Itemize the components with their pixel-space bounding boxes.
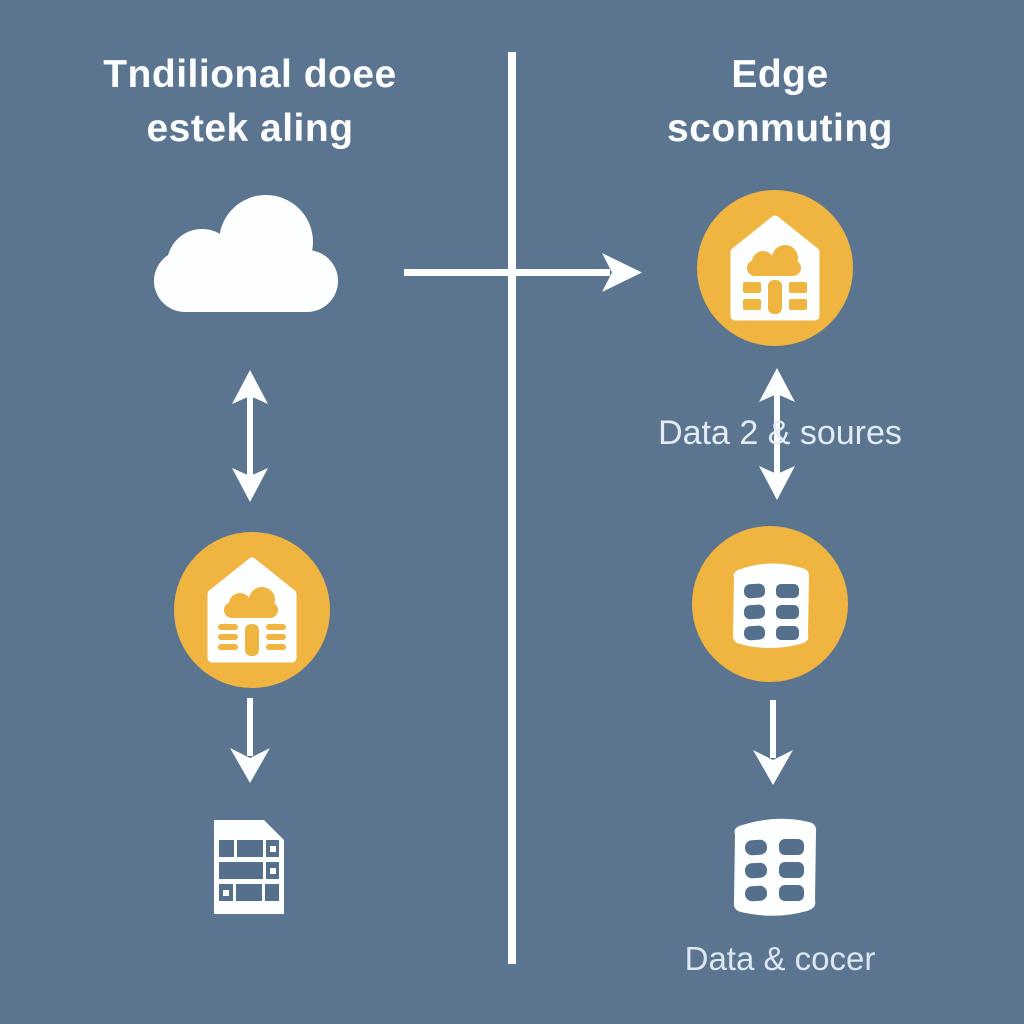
database-barrel-icon xyxy=(692,526,848,682)
left-column-title: Tndilional doee estek aling xyxy=(30,48,470,156)
right-arrow-label: Data 2 & soures xyxy=(658,414,902,452)
right-title-line1: Edge xyxy=(731,53,829,96)
double-vertical-arrow-icon xyxy=(759,368,795,500)
left-to-right-arrow-icon xyxy=(404,253,642,292)
server-rack-icon xyxy=(214,820,284,914)
right-column-title: Edge sconmuting xyxy=(560,48,1000,156)
left-title-line2: estek aling xyxy=(146,107,354,150)
down-arrow-icon xyxy=(230,698,270,783)
left-title-line1: Tndilional doee xyxy=(103,53,397,96)
down-arrow-icon xyxy=(753,700,793,785)
database-barrel-outline-icon xyxy=(733,818,817,916)
edge-gateway-building-icon xyxy=(697,190,853,346)
vertical-divider xyxy=(508,52,516,964)
right-title-line2: sconmuting xyxy=(667,107,893,150)
double-vertical-arrow-icon xyxy=(232,370,268,502)
right-bottom-caption: Data & cocer xyxy=(684,940,876,977)
edge-gateway-building-icon xyxy=(174,532,330,688)
cloud-icon xyxy=(154,195,338,312)
